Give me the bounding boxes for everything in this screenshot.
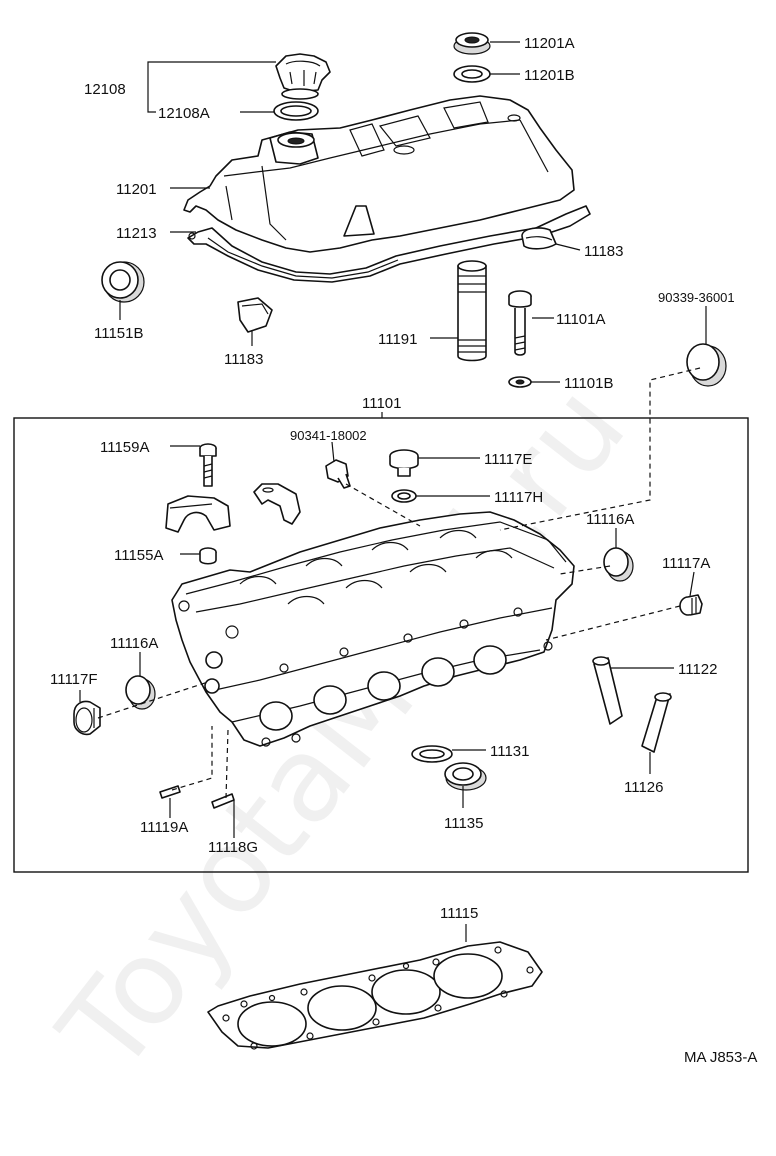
- label-11101b: 11101B: [564, 375, 614, 392]
- leader-lines: [79, 41, 707, 942]
- cap-gasket: [273, 101, 319, 121]
- cover-seal-ring: [453, 65, 491, 83]
- ring-dowel: [199, 547, 217, 565]
- label-11117f: 11117F: [50, 671, 98, 688]
- valve-cover-gasket: [187, 205, 591, 283]
- camshaft-bearing-cap-right: [253, 483, 301, 525]
- alignment-lines: [97, 367, 701, 799]
- head-bolt: [508, 290, 532, 356]
- label-11183-left: 11183: [224, 351, 264, 368]
- part-labels: 12108 12108A 11201A 11201B 11201 11213 1…: [50, 35, 735, 922]
- label-11201b: 11201B: [524, 67, 575, 84]
- exhaust-valve-guide: [641, 692, 672, 753]
- label-11117e: 11117E: [484, 451, 532, 468]
- label-11101: 11101: [362, 395, 402, 412]
- label-11115: 11115: [440, 905, 478, 922]
- oil-filler-cap: [275, 53, 331, 100]
- label-11118g: 11118G: [208, 839, 258, 856]
- label-11213: 11213: [116, 225, 157, 242]
- label-11116a-right: 11116A: [586, 511, 634, 528]
- label-11159a: 11159A: [100, 439, 150, 456]
- diagram-code: MA J853-A: [684, 1049, 757, 1066]
- label-11126: 11126: [624, 779, 664, 796]
- label-11122: 11122: [678, 661, 718, 678]
- label-11119a: 11119A: [140, 819, 188, 836]
- spark-plug-tube: [457, 260, 487, 362]
- label-90341: 90341-18002: [290, 428, 367, 443]
- label-11131: 11131: [490, 743, 530, 760]
- label-11191: 11191: [378, 331, 418, 348]
- label-12108: 12108: [84, 81, 126, 98]
- intake-valve-guide: [592, 656, 623, 725]
- bearing-cap-bolt: [199, 443, 217, 487]
- cylinder-head-box: [13, 417, 749, 873]
- label-11117a: 11117A: [662, 555, 710, 572]
- cylinder-head-gasket: [207, 941, 543, 1050]
- label-11101a: 11101A: [556, 311, 606, 328]
- cylinder-head: [171, 511, 575, 747]
- cup-plug-90339: [686, 343, 727, 387]
- camshaft-bearing-cap-left: [165, 495, 231, 533]
- label-11155a: 11155A: [114, 547, 164, 564]
- half-moon-plug-right: [521, 227, 557, 250]
- label-11201: 11201: [116, 181, 157, 198]
- cup-plug-left: [125, 675, 156, 710]
- cup-plug-right: [603, 547, 634, 582]
- screw-plug-11117e: [389, 449, 419, 477]
- label-11183-right: 11183: [584, 243, 624, 260]
- label-12108a: 12108A: [158, 105, 210, 122]
- insulator-gasket-11131: [411, 745, 453, 763]
- label-11135: 11135: [444, 815, 484, 832]
- label-11151b: 11151B: [94, 325, 144, 342]
- label-11116a-left: 11116A: [110, 635, 158, 652]
- label-11201a: 11201A: [524, 35, 575, 52]
- valve-cover: [183, 95, 575, 253]
- plug-gasket-11117h: [391, 489, 417, 503]
- camshaft-oil-seal: [101, 261, 145, 303]
- screw-plug-11117a: [679, 594, 703, 616]
- head-bolt-washer: [508, 376, 532, 388]
- half-moon-plug-left: [237, 297, 273, 333]
- cover-grommet: [453, 32, 491, 55]
- label-11117h: 11117H: [494, 489, 543, 506]
- label-90339: 90339-36001: [658, 290, 735, 305]
- straight-pin-11119a: [159, 785, 181, 799]
- screw-plug-11117f: [73, 700, 101, 736]
- seal-ring-11135: [444, 762, 487, 791]
